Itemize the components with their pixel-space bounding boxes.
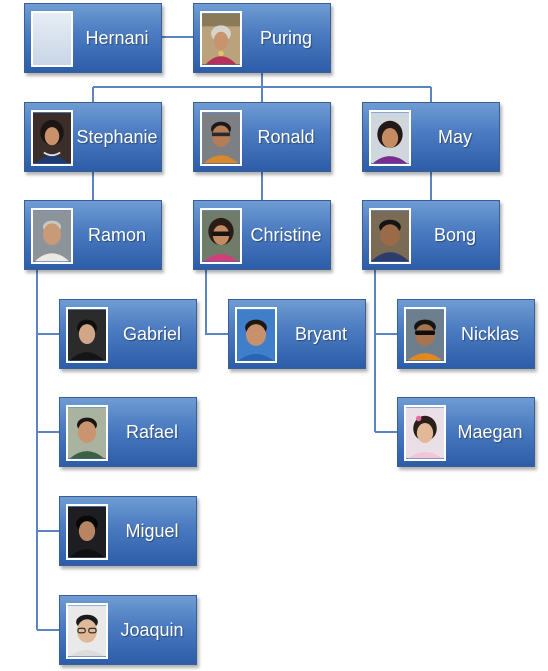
node-joaquin[interactable]: Joaquin xyxy=(59,595,197,665)
person-photo xyxy=(200,110,242,166)
person-photo xyxy=(200,11,242,67)
person-photo xyxy=(404,307,446,363)
connector-christine-bryant xyxy=(205,270,228,335)
node-label: Bong xyxy=(433,224,477,245)
node-label: Ramon xyxy=(87,224,147,245)
node-ronald[interactable]: Ronald xyxy=(193,102,331,172)
person-photo xyxy=(66,405,108,461)
person-photo xyxy=(369,110,411,166)
node-may[interactable]: May xyxy=(362,102,500,172)
node-rafael[interactable]: Rafael xyxy=(59,397,197,467)
person-photo xyxy=(31,208,73,264)
node-label: Maegan xyxy=(457,421,523,442)
node-miguel[interactable]: Miguel xyxy=(59,496,197,566)
connector-ramon-children xyxy=(36,270,59,631)
node-label: Gabriel xyxy=(122,323,182,344)
node-label: May xyxy=(437,126,472,147)
photo-placeholder xyxy=(31,11,73,67)
node-label: Bryant xyxy=(294,323,348,344)
node-maegan[interactable]: Maegan xyxy=(397,397,535,467)
node-nicklas[interactable]: Nicklas xyxy=(397,299,535,369)
node-hernani[interactable]: Hernani xyxy=(24,3,162,73)
node-puring[interactable]: Puring xyxy=(193,3,331,73)
node-bong[interactable]: Bong xyxy=(362,200,500,270)
person-photo xyxy=(235,307,277,363)
node-ramon[interactable]: Ramon xyxy=(24,200,162,270)
person-photo xyxy=(66,504,108,560)
person-photo xyxy=(404,405,446,461)
node-label: Nicklas xyxy=(460,323,519,344)
node-label: Christine xyxy=(250,224,322,245)
node-label: Miguel xyxy=(125,520,179,541)
node-label: Stephanie xyxy=(76,126,158,147)
person-photo xyxy=(200,208,242,264)
person-photo xyxy=(31,110,73,166)
node-christine[interactable]: Christine xyxy=(193,200,331,270)
node-label: Puring xyxy=(259,27,313,48)
person-photo xyxy=(66,307,108,363)
node-label: Ronald xyxy=(257,126,315,147)
node-bryant[interactable]: Bryant xyxy=(228,299,366,369)
node-stephanie[interactable]: Stephanie xyxy=(24,102,162,172)
connector-bong-children xyxy=(374,270,397,433)
node-label: Rafael xyxy=(125,421,179,442)
person-photo xyxy=(66,603,108,659)
node-label: Hernani xyxy=(85,27,149,48)
connector-puring-children xyxy=(92,72,432,103)
person-photo xyxy=(369,208,411,264)
node-gabriel[interactable]: Gabriel xyxy=(59,299,197,369)
node-label: Joaquin xyxy=(120,619,184,640)
